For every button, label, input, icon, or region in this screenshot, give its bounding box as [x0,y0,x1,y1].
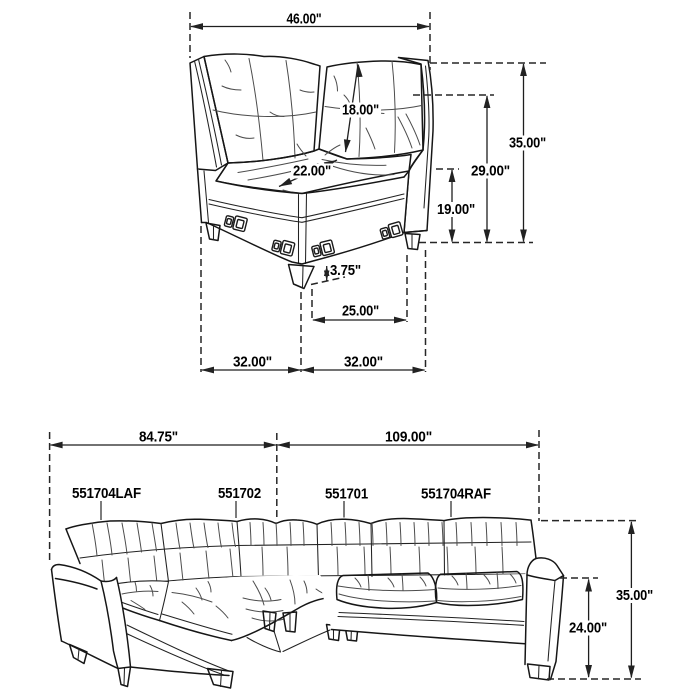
svg-text:3.75": 3.75" [330,262,361,279]
svg-text:109.00": 109.00" [385,429,432,446]
svg-text:24.00": 24.00" [569,620,607,637]
svg-text:22.00": 22.00" [293,163,331,180]
svg-text:35.00": 35.00" [616,587,653,604]
svg-text:46.00": 46.00" [287,11,322,28]
svg-text:32.00": 32.00" [233,354,272,371]
svg-text:29.00": 29.00" [471,163,510,180]
svg-text:551704LAF: 551704LAF [72,485,141,502]
svg-text:84.75": 84.75" [139,429,178,446]
svg-text:25.00": 25.00" [342,303,379,320]
svg-text:19.00": 19.00" [437,201,475,218]
svg-text:32.00": 32.00" [344,354,383,371]
svg-text:35.00": 35.00" [509,135,546,152]
svg-text:551704RAF: 551704RAF [421,486,491,503]
svg-text:551702: 551702 [218,485,261,502]
svg-text:551701: 551701 [325,486,368,503]
svg-text:18.00": 18.00" [342,102,379,119]
